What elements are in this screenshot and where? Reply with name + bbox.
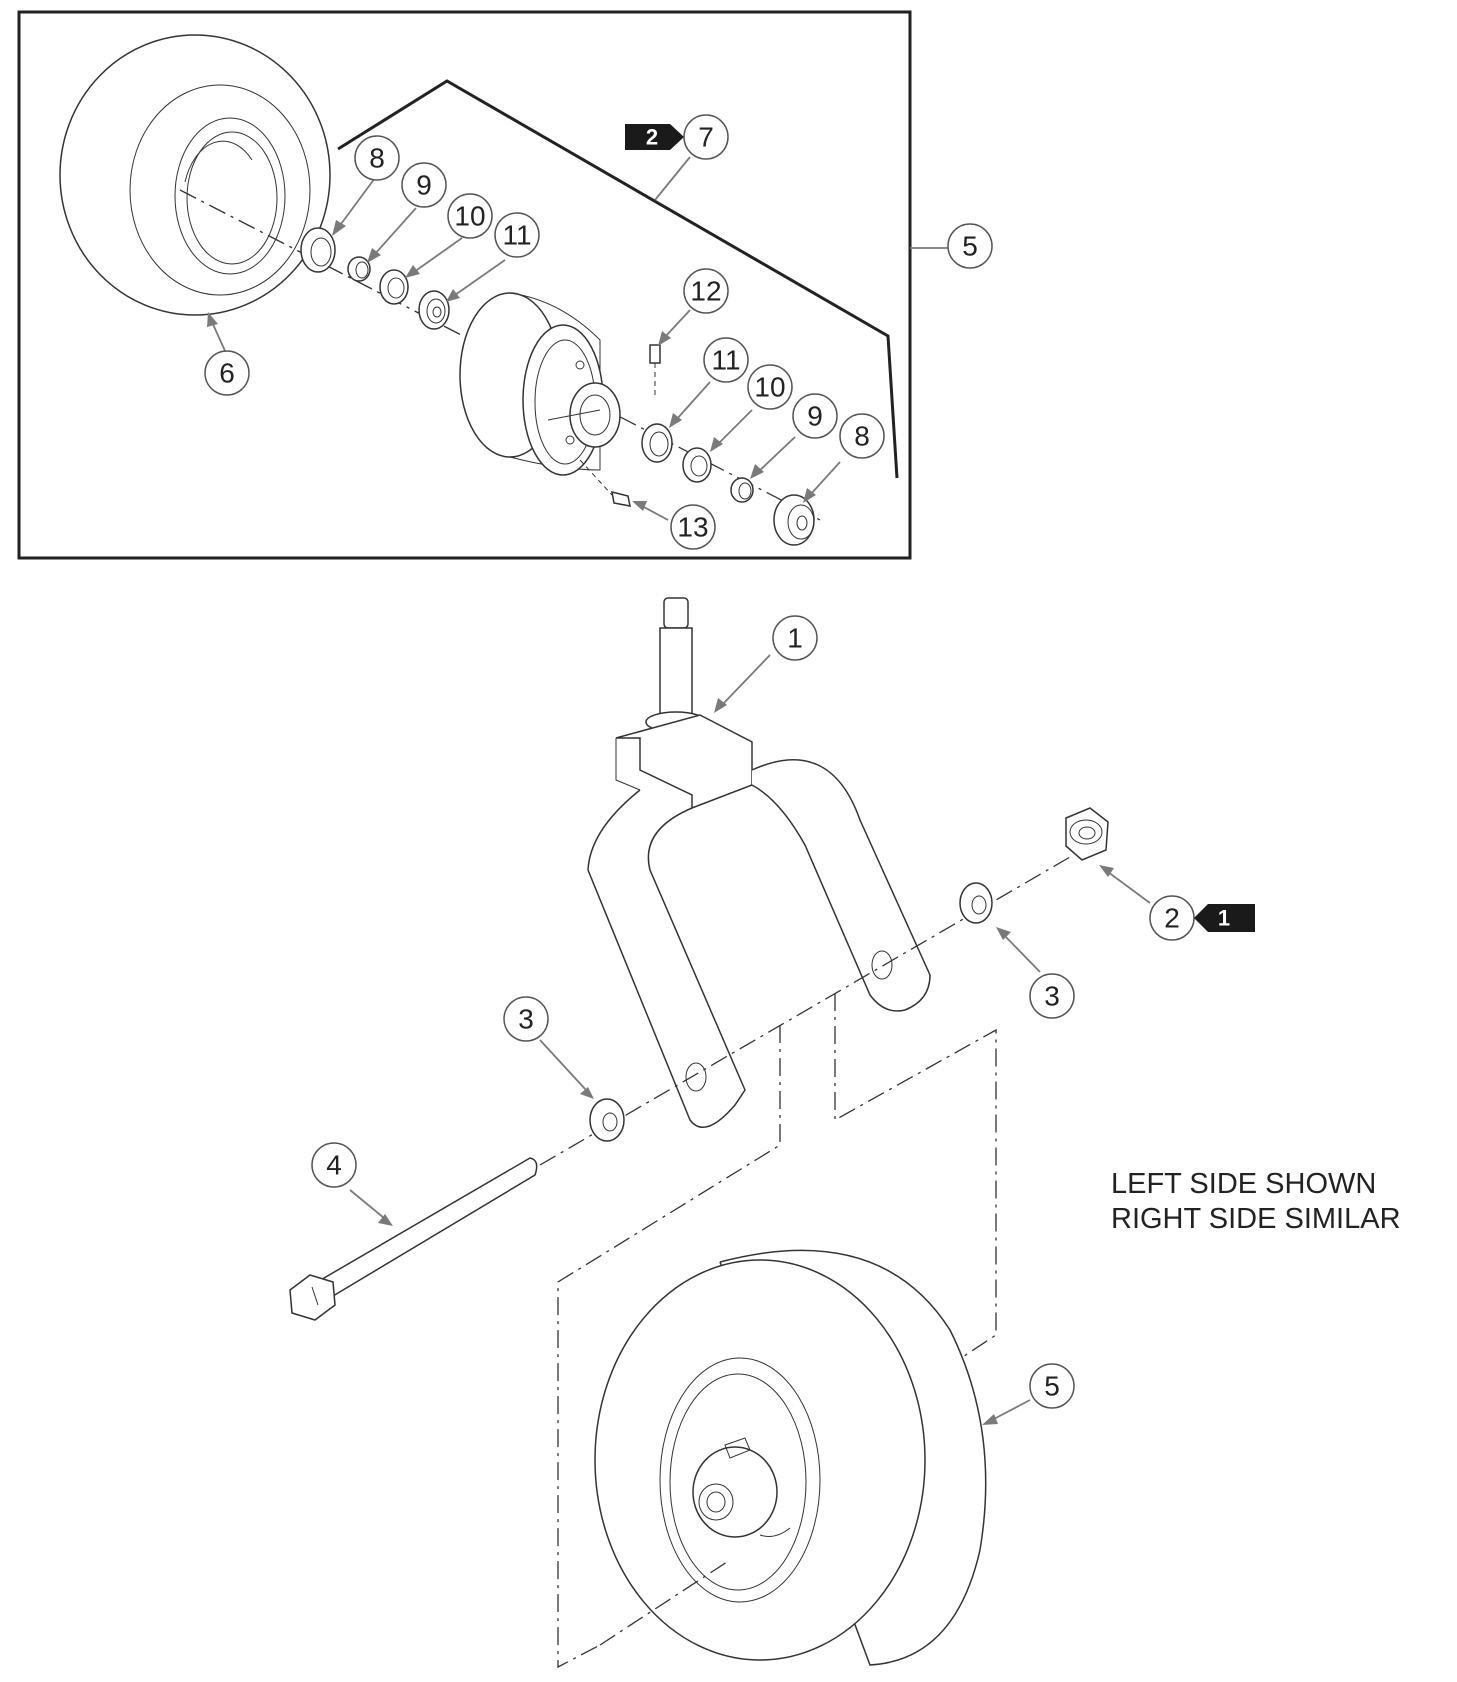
axle-bolt xyxy=(289,1157,538,1321)
callout-2: 2 xyxy=(1149,895,1195,941)
svg-text:3: 3 xyxy=(1044,981,1060,1012)
spacer-8-left xyxy=(300,227,336,273)
svg-text:4: 4 xyxy=(326,1150,342,1181)
callout-3-left: 3 xyxy=(503,996,549,1042)
callout-8-right: 8 xyxy=(839,413,885,459)
grease-fitting-12 xyxy=(649,344,661,395)
bearing-11-left xyxy=(418,290,450,330)
svg-text:2: 2 xyxy=(1164,903,1180,934)
svg-text:9: 9 xyxy=(807,401,823,432)
callout-5-bottom: 5 xyxy=(1029,1363,1075,1409)
phantom-assembly-lines xyxy=(557,993,997,1669)
svg-text:6: 6 xyxy=(219,358,235,389)
bearing-11-right xyxy=(641,423,673,463)
note-line-2: RIGHT SIDE SIMILAR xyxy=(1111,1203,1401,1235)
callout-1: 1 xyxy=(772,615,818,661)
wheel-assembly xyxy=(594,1249,987,1666)
callout-9-right: 9 xyxy=(792,393,838,439)
note-tag-2: 2 xyxy=(625,124,684,150)
note-tag-1: 1 xyxy=(1194,904,1255,932)
svg-text:13: 13 xyxy=(677,512,708,543)
locknut xyxy=(1065,807,1109,861)
svg-text:9: 9 xyxy=(416,170,432,201)
bushing-9-right xyxy=(730,477,754,503)
caster-fork xyxy=(587,597,931,1129)
svg-text:2: 2 xyxy=(646,125,658,150)
svg-text:1: 1 xyxy=(787,623,803,654)
rim-hub-detail xyxy=(459,292,621,476)
note-line-1: LEFT SIDE SHOWN xyxy=(1111,1168,1376,1200)
svg-text:5: 5 xyxy=(962,231,978,262)
tire-detail xyxy=(59,34,331,316)
side-note: LEFT SIDE SHOWN RIGHT SIDE SIMILAR xyxy=(1111,1168,1401,1235)
svg-text:5: 5 xyxy=(1044,1371,1060,1402)
callout-11-right: 11 xyxy=(703,337,749,383)
svg-text:11: 11 xyxy=(711,345,740,376)
svg-text:8: 8 xyxy=(369,143,385,174)
spacer-8-right xyxy=(773,494,815,546)
callout-13: 13 xyxy=(670,504,716,550)
callout-4: 4 xyxy=(311,1142,357,1188)
callout-10-right: 10 xyxy=(747,364,793,410)
leader-lines xyxy=(207,156,1151,1425)
callout-9-left: 9 xyxy=(401,162,447,208)
svg-text:8: 8 xyxy=(854,421,870,452)
svg-text:7: 7 xyxy=(698,122,714,153)
svg-text:3: 3 xyxy=(518,1004,534,1035)
svg-text:10: 10 xyxy=(454,201,485,232)
callout-5-top: 5 xyxy=(947,223,993,269)
callout-10-left: 10 xyxy=(447,193,493,239)
wheel-detail-inset xyxy=(17,10,912,560)
callout-7: 7 xyxy=(683,114,729,160)
bushing-9-left xyxy=(347,256,371,282)
valve-stem-13 xyxy=(579,459,631,507)
svg-text:10: 10 xyxy=(754,372,785,403)
washer-right xyxy=(959,882,993,924)
washer-left xyxy=(589,1098,625,1142)
callout-11-left: 11 xyxy=(494,212,540,258)
svg-text:11: 11 xyxy=(502,220,531,251)
callout-8-left: 8 xyxy=(354,135,400,181)
callout-12: 12 xyxy=(683,268,729,314)
callout-6: 6 xyxy=(204,350,250,396)
svg-text:1: 1 xyxy=(1218,906,1230,931)
seal-10-right xyxy=(682,447,712,483)
callout-3-right: 3 xyxy=(1029,973,1075,1019)
seal-10-left xyxy=(379,269,409,305)
svg-text:12: 12 xyxy=(690,276,721,307)
